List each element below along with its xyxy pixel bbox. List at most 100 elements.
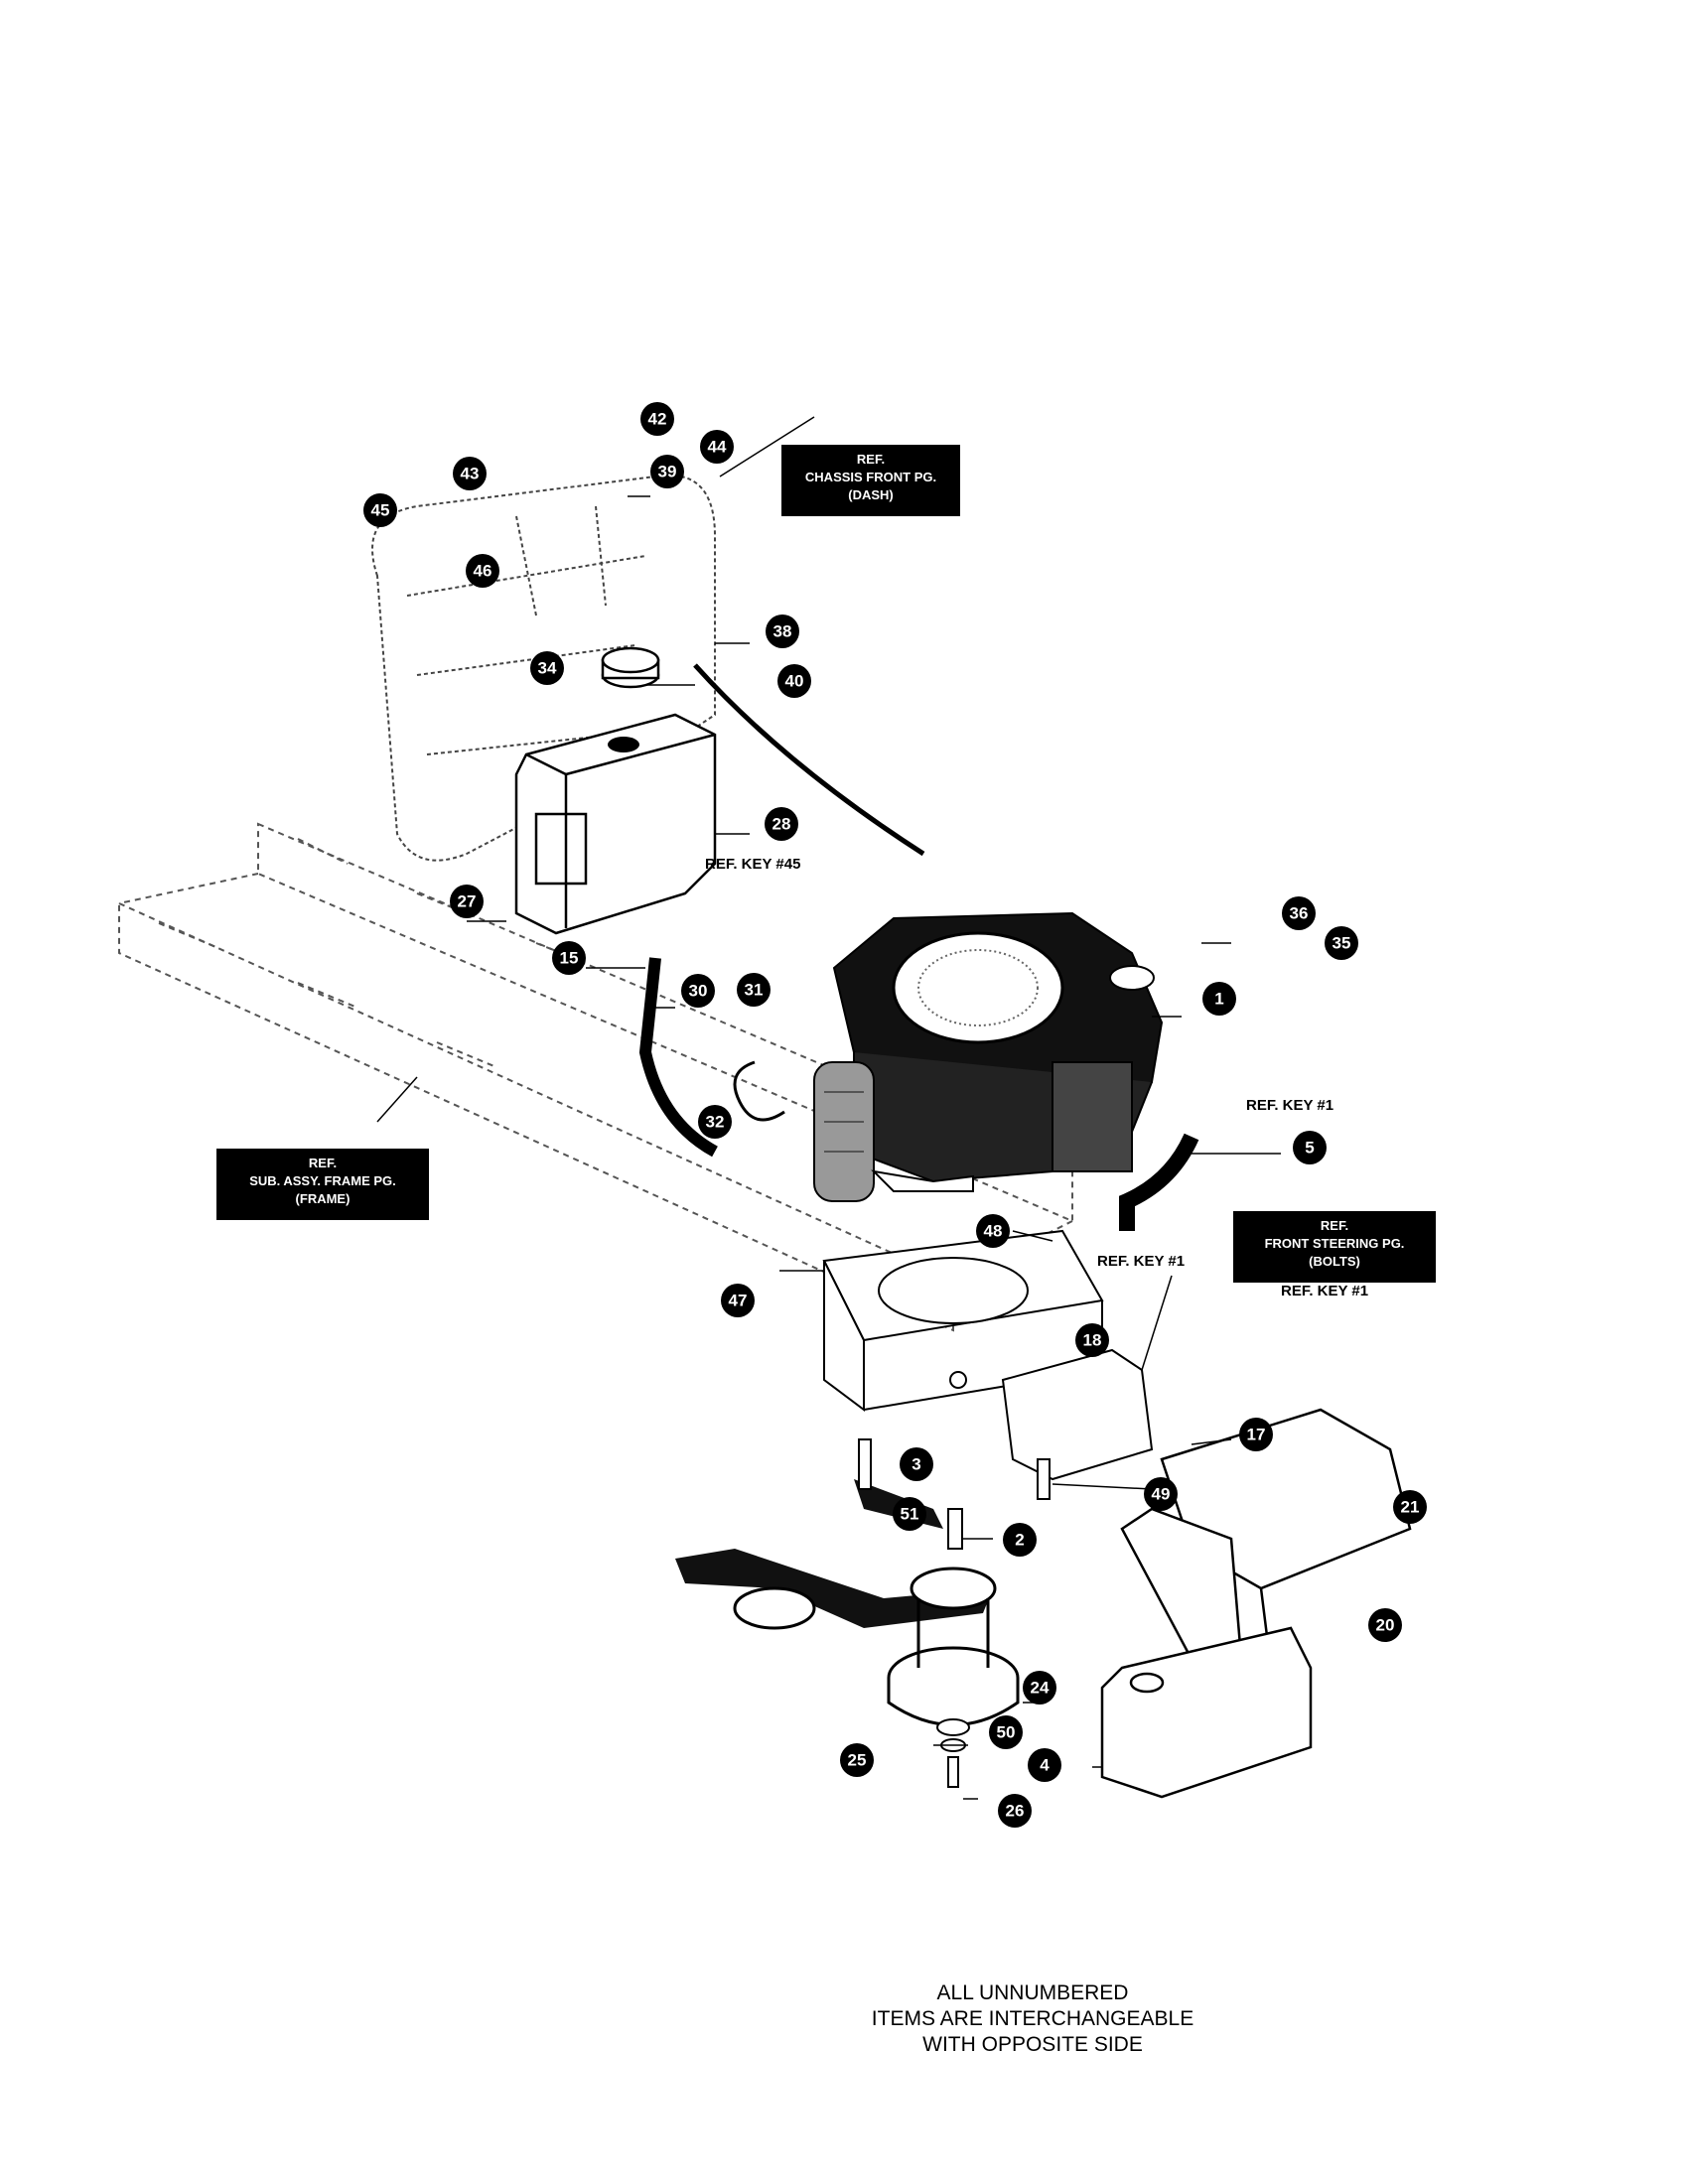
callout-1: 1 [1202, 982, 1236, 1016]
callout-2: 2 [1003, 1523, 1037, 1557]
ref-sub-assy-frame-line1: REF. [308, 1156, 338, 1170]
exhaust-pipe [1119, 1133, 1199, 1231]
svg-text:38: 38 [773, 622, 792, 641]
callout-badges: 42 44 43 39 45 46 38 40 34 28 27 15 30 3… [363, 402, 1427, 1828]
callout-20: 20 [1368, 1608, 1402, 1642]
ref-front-steering: REF. FRONT STEERING PG. (BOLTS) [1233, 1211, 1436, 1283]
svg-text:18: 18 [1083, 1331, 1102, 1350]
callout-50: 50 [989, 1715, 1023, 1749]
ref-sub-assy-frame: REF. SUB. ASSY. FRAME PG. (FRAME) [216, 1149, 429, 1220]
svg-text:3: 3 [912, 1455, 920, 1474]
svg-text:31: 31 [745, 981, 764, 1000]
engine [813, 911, 1164, 1202]
callout-31: 31 [737, 973, 771, 1007]
svg-text:42: 42 [648, 410, 667, 429]
callout-49: 49 [1144, 1477, 1178, 1511]
callout-48: 48 [976, 1214, 1010, 1248]
callout-51: 51 [893, 1497, 926, 1531]
svg-text:51: 51 [901, 1505, 919, 1524]
svg-text:39: 39 [658, 463, 677, 481]
footer-line-1: ALL UNNUMBERED [936, 1981, 1129, 2004]
footer-note: ALL UNNUMBERED ITEMS ARE INTERCHANGEABLE… [755, 1980, 1311, 2058]
svg-text:36: 36 [1290, 904, 1309, 923]
callout-28: 28 [765, 807, 798, 841]
svg-text:26: 26 [1006, 1802, 1025, 1821]
footer-line-3: WITH OPPOSITE SIDE [922, 2033, 1143, 2056]
svg-text:1: 1 [1214, 990, 1223, 1009]
fuel-cap [601, 646, 660, 752]
ref-chassis-front-line1: REF. [856, 452, 886, 467]
callout-25: 25 [840, 1743, 874, 1777]
svg-text:44: 44 [708, 438, 727, 457]
fuel-tank [514, 713, 717, 935]
callout-43: 43 [453, 457, 487, 490]
callout-3: 3 [900, 1447, 933, 1481]
svg-text:20: 20 [1376, 1616, 1395, 1635]
callout-15: 15 [552, 941, 586, 975]
ref-front-steering-line2: FRONT STEERING PG. [1264, 1236, 1405, 1251]
ref-sub-assy-frame-line3: (FRAME) [295, 1191, 351, 1206]
callout-46: 46 [466, 554, 499, 588]
callout-30: 30 [681, 974, 715, 1008]
svg-text:49: 49 [1152, 1485, 1171, 1504]
callout-17: 17 [1239, 1418, 1273, 1451]
svg-text:47: 47 [729, 1292, 748, 1310]
svg-text:27: 27 [458, 892, 477, 911]
ref-front-steering-line3: (BOLTS) [1309, 1254, 1360, 1269]
muffler [1100, 1626, 1313, 1799]
svg-text:46: 46 [474, 562, 492, 581]
engine-pulley [887, 1567, 1020, 1726]
mount-plate [822, 1229, 1104, 1412]
ref-chassis-front-line3: (DASH) [848, 487, 894, 502]
callout-44: 44 [700, 430, 734, 464]
svg-text:24: 24 [1031, 1679, 1050, 1698]
callout-5: 5 [1293, 1131, 1327, 1164]
callout-4: 4 [1028, 1748, 1061, 1782]
ref-front-steering-line1: REF. [1320, 1218, 1349, 1233]
callout-24: 24 [1023, 1671, 1056, 1705]
callout-18: 18 [1075, 1323, 1109, 1357]
footer-line-2: ITEMS ARE INTERCHANGEABLE [871, 2007, 1194, 2030]
svg-text:45: 45 [371, 501, 390, 520]
svg-text:21: 21 [1401, 1498, 1420, 1517]
callout-34: 34 [530, 651, 564, 685]
callout-45: 45 [363, 493, 397, 527]
ref-key-1-label: REF. KEY #1 [1246, 1097, 1334, 1114]
callout-21: 21 [1393, 1490, 1427, 1524]
callout-42: 42 [640, 402, 674, 436]
ref-chassis-front-line2: CHASSIS FRONT PG. [804, 470, 937, 484]
ref-key-45-label: REF. KEY #45 [705, 856, 801, 873]
svg-text:15: 15 [560, 949, 579, 968]
muffler-shield [1120, 1408, 1412, 1680]
ref-sub-assy-frame-line2: SUB. ASSY. FRAME PG. [249, 1173, 396, 1188]
callout-36: 36 [1282, 896, 1316, 930]
svg-text:50: 50 [997, 1723, 1016, 1742]
svg-text:35: 35 [1333, 934, 1351, 953]
throttle-cable [693, 663, 925, 857]
svg-text:17: 17 [1247, 1426, 1266, 1444]
ref-key-1-label: REF. KEY #1 [1097, 1253, 1186, 1270]
callout-32: 32 [698, 1105, 732, 1139]
callout-26: 26 [998, 1794, 1032, 1828]
dash-panel [371, 474, 716, 862]
callout-38: 38 [766, 614, 799, 648]
svg-text:40: 40 [785, 672, 804, 691]
callout-47: 47 [721, 1284, 755, 1317]
svg-text:43: 43 [461, 465, 480, 483]
leader-lines [376, 416, 1281, 1800]
svg-text:32: 32 [706, 1113, 725, 1132]
callout-27: 27 [450, 885, 484, 918]
svg-text:28: 28 [772, 815, 791, 834]
bolts [858, 1371, 1051, 1788]
svg-text:25: 25 [848, 1751, 867, 1770]
svg-text:2: 2 [1015, 1531, 1024, 1550]
ref-chassis-front: REF. CHASSIS FRONT PG. (DASH) [781, 445, 960, 516]
svg-text:5: 5 [1305, 1139, 1314, 1158]
callout-40: 40 [777, 664, 811, 698]
callout-39: 39 [650, 455, 684, 488]
ref-key-1-label: REF. KEY #1 [1281, 1283, 1369, 1299]
fuel-clamp [733, 1060, 785, 1122]
fuel-line [638, 957, 718, 1158]
steering-bracket [1001, 1348, 1154, 1481]
